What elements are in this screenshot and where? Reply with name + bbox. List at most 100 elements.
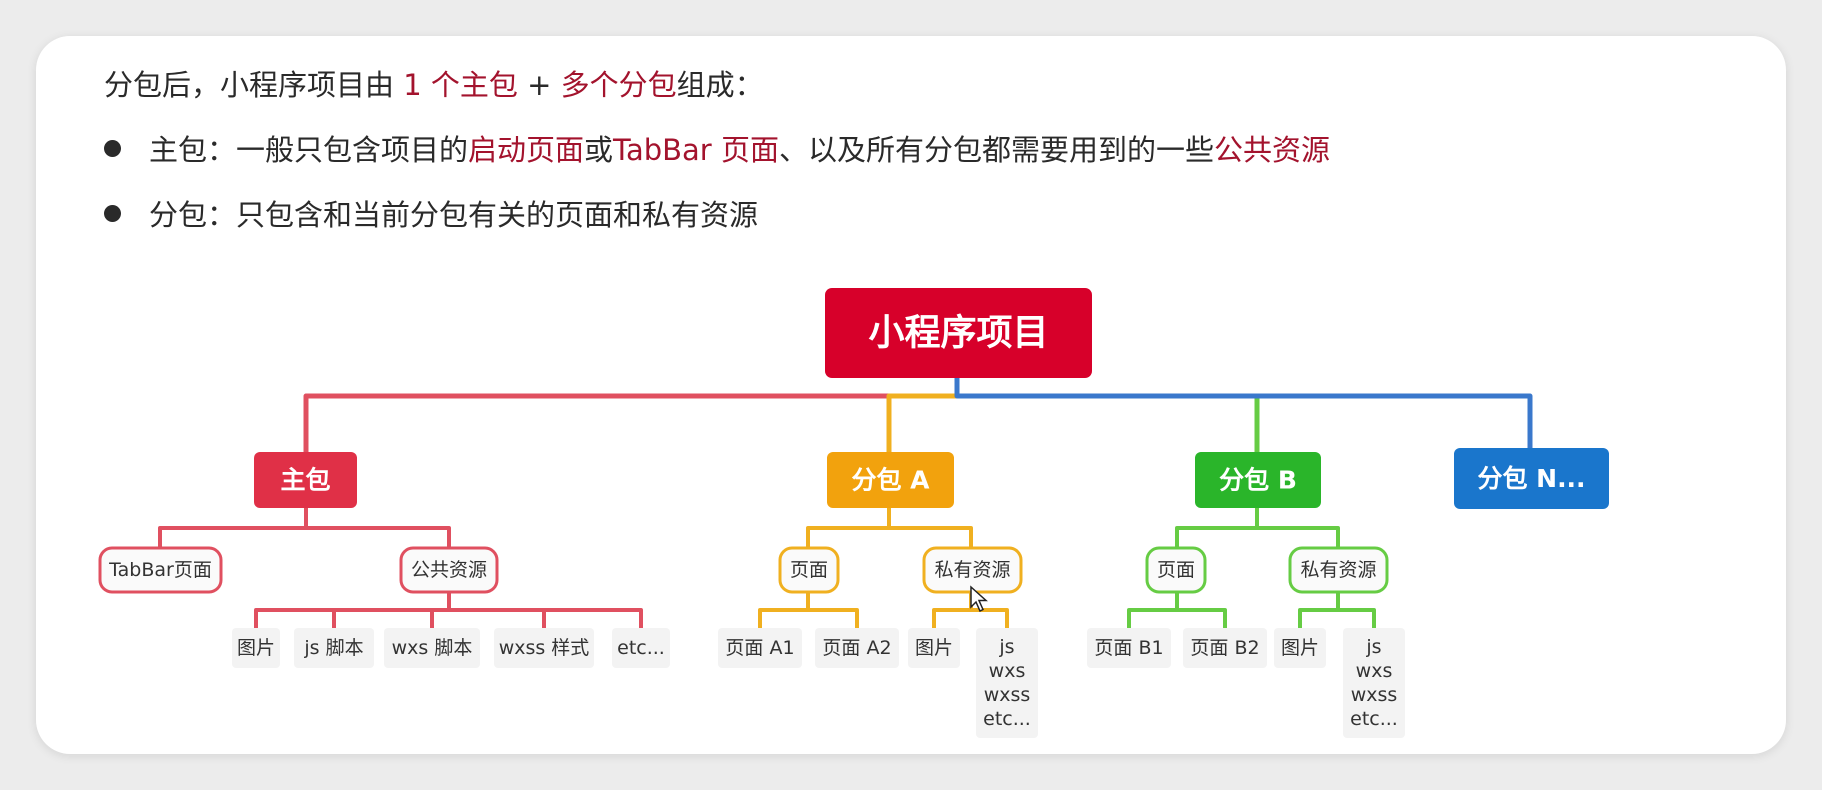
bullet-main-text: 、以及所有分包都需要用到的一些 <box>778 133 1214 167</box>
intro-plus: + <box>517 68 561 102</box>
connector-a-private <box>889 526 973 550</box>
a-page-node: 页面 <box>778 546 840 594</box>
a-resource-leaf-box <box>976 628 1038 738</box>
node-label: js <box>998 636 1014 658</box>
a-page-leaf-box <box>815 628 899 668</box>
sub-b-node-box <box>1195 452 1321 508</box>
node-label: 分包 A <box>851 466 930 495</box>
connector-root-b <box>957 393 1260 452</box>
b-page-leaf-box <box>1087 628 1171 668</box>
node-label: 图片 <box>1281 637 1319 659</box>
main-package-node: 主包 <box>254 452 357 508</box>
connector-b-private <box>1257 526 1340 550</box>
node-label: 公共资源 <box>411 559 487 581</box>
connector-root-n <box>954 378 1533 452</box>
node-label: 图片 <box>237 637 275 659</box>
node-label: wxs <box>989 660 1026 682</box>
node-label: js 脚本 <box>303 637 363 659</box>
connector-b-res-bar <box>1298 608 1376 628</box>
b-page-leaf: 页面 B1 <box>1087 628 1171 668</box>
intro-suffix: 组成： <box>676 68 764 102</box>
a-resource-leaf: jswxswxssetc... <box>976 628 1038 738</box>
public-resource-leaf: wxss 样式 <box>494 628 594 668</box>
b-private-resource-node: 私有资源 <box>1288 546 1389 594</box>
connector-b-page <box>1175 508 1259 550</box>
a-resource-leaf: 图片 <box>908 628 960 668</box>
tabbar-page-node: TabBar页面 <box>98 546 223 594</box>
bullet-main: 主包：一般只包含项目的启动页面或 TabBar 页面、以及所有分包都需要用到的一… <box>104 127 1330 169</box>
public-resource-leaf-box <box>294 628 374 668</box>
node-label: 分包 N... <box>1477 464 1585 493</box>
bullet-dot <box>104 204 121 222</box>
node-label: wxss <box>1351 684 1398 706</box>
public-resource-leaf-box <box>612 628 670 668</box>
node-label: 页面 <box>790 559 828 581</box>
b-resource-leaf: jswxswxssetc... <box>1343 628 1405 738</box>
connector-a-res-bar <box>932 608 1009 628</box>
b-resource-leaf-box <box>1274 628 1326 668</box>
public-resource-leaf: wxs 脚本 <box>384 628 480 668</box>
connector-a-page <box>806 508 891 550</box>
b-page-leaf-box <box>1183 628 1267 668</box>
mouse-cursor-icon <box>970 585 988 613</box>
public-resource-leaf-box <box>384 628 480 668</box>
node-label: 私有资源 <box>1300 559 1376 581</box>
node-label: etc... <box>983 708 1031 730</box>
connector-main-public <box>306 526 451 550</box>
node-label: etc... <box>617 637 665 659</box>
sub-a-node-box <box>827 452 954 508</box>
b-page-node: 页面 <box>1145 546 1207 594</box>
node-label: 主包 <box>280 466 330 495</box>
a-page-node-box <box>778 546 840 594</box>
node-label: 分包 B <box>1219 466 1297 495</box>
node-label: wxs 脚本 <box>392 637 473 659</box>
public-resource-node-box <box>399 546 499 594</box>
bullet-main-hl-start-page: 启动页面 <box>468 133 585 167</box>
public-resource-leaf-box <box>494 628 594 668</box>
connector-main-tabbar <box>158 508 308 550</box>
a-resource-leaf-box <box>908 628 960 668</box>
node-label: 私有资源 <box>934 559 1010 581</box>
sub-a-node: 分包 A <box>827 452 954 508</box>
connector-b-pages-bar <box>1127 608 1227 628</box>
node-label: 页面 B2 <box>1190 637 1259 659</box>
a-page-leaf: 页面 A1 <box>718 628 802 668</box>
a-page-leaf-box <box>718 628 802 668</box>
bullet-main-hl-public: 公共资源 <box>1213 133 1330 167</box>
node-label: wxs <box>1356 660 1393 682</box>
intro-line: 分包后，小程序项目由 1 个主包 + 多个分包组成： <box>104 62 764 104</box>
node-label: 图片 <box>915 637 953 659</box>
b-page-node-box <box>1145 546 1207 594</box>
public-resource-leaf-box <box>232 628 280 668</box>
a-page-leaf: 页面 A2 <box>815 628 899 668</box>
connector-root-main <box>303 378 960 452</box>
node-label: TabBar页面 <box>108 559 212 581</box>
b-page-leaf: 页面 B2 <box>1183 628 1267 668</box>
bullet-main-hl-tabbar: TabBar 页面 <box>613 133 779 167</box>
bullet-main-or: 或 <box>584 133 614 167</box>
bullet-sub: 分包：只包含和当前分包有关的页面和私有资源 <box>104 192 758 234</box>
connector-a-pages-bar <box>758 608 859 628</box>
public-resource-leaf: etc... <box>612 628 670 668</box>
root-node-box <box>825 288 1092 378</box>
public-resource-node: 公共资源 <box>399 546 499 594</box>
node-label: 小程序项目 <box>868 313 1048 354</box>
node-label: wxss <box>984 684 1031 706</box>
connector-root-a <box>886 393 957 452</box>
intro-prefix: 分包后，小程序项目由 <box>104 68 404 102</box>
connector-public-bar <box>254 608 643 628</box>
sub-n-node: 分包 N... <box>1454 448 1609 509</box>
intro-highlight-sub: 多个分包 <box>560 68 677 102</box>
intro-highlight-main: 1 个主包 <box>403 68 518 102</box>
sub-b-node: 分包 B <box>1195 452 1321 508</box>
sub-n-node-box <box>1454 448 1609 509</box>
bullet-sub-text: 分包：只包含和当前分包有关的页面和私有资源 <box>149 198 759 232</box>
node-label: 页面 A2 <box>822 637 891 659</box>
public-resource-leaf: 图片 <box>232 628 280 668</box>
node-label: 页面 B1 <box>1094 637 1163 659</box>
node-label: wxss 样式 <box>499 637 590 659</box>
node-label: js <box>1365 636 1381 658</box>
node-label: 页面 <box>1157 559 1195 581</box>
node-label: etc... <box>1350 708 1398 730</box>
